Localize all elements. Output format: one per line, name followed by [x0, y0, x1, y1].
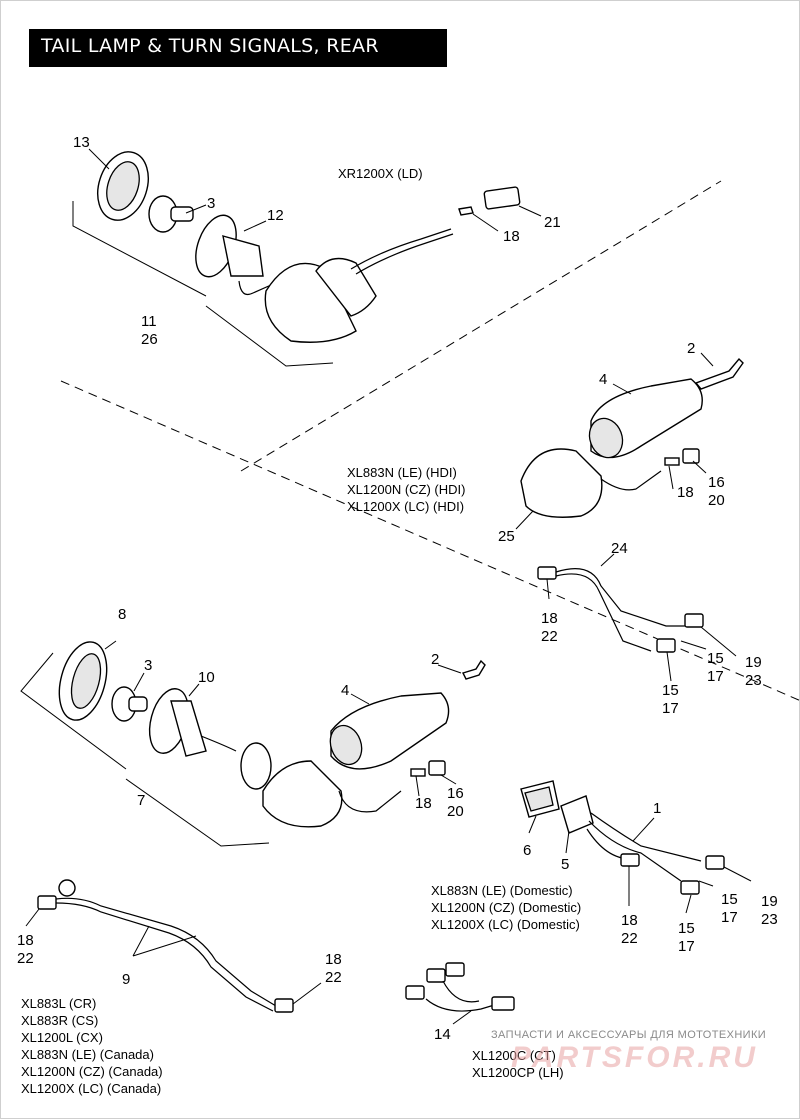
callout: 18 — [677, 484, 694, 501]
callout: 5 — [561, 856, 569, 873]
model-label-domestic: XL883N (LE) (Domestic) — [431, 883, 573, 898]
callout: 14 — [434, 1026, 451, 1043]
hdi-turn-signal-assembly — [520, 357, 744, 518]
leader-lines — [25, 148, 752, 1025]
callout: 2 — [431, 651, 439, 668]
callout: 17 — [707, 668, 724, 685]
callout: 3 — [207, 195, 215, 212]
callout: 10 — [198, 669, 215, 686]
callout: 15 — [707, 650, 724, 667]
model-label-canada: XL1200N (CZ) (Canada) — [21, 1064, 163, 1079]
callout: 23 — [761, 911, 778, 928]
callout-numbers: 13 3 12 11 26 18 21 2 4 25 18 16 20 24 1… — [17, 134, 778, 1043]
callout: 26 — [141, 331, 158, 348]
harness-14 — [405, 962, 515, 1012]
callout: 21 — [544, 214, 561, 231]
callout: 16 — [708, 474, 725, 491]
callout: 22 — [325, 969, 342, 986]
model-label-canada: XL883N (LE) (Canada) — [21, 1047, 154, 1062]
callout: 17 — [678, 938, 695, 955]
model-label-hdi: XL1200X (LC) (HDI) — [347, 499, 464, 514]
callout: 18 — [17, 932, 34, 949]
model-label-custom: XL1200CP (LH) — [472, 1065, 564, 1080]
callout: 23 — [745, 672, 762, 689]
callout: 17 — [721, 909, 738, 926]
callout: 16 — [447, 785, 464, 802]
page-title: TAIL LAMP & TURN SIGNALS, REAR — [41, 35, 379, 57]
group-bracket-7 — [20, 652, 270, 847]
callout: 12 — [267, 207, 284, 224]
model-label-hdi: XL883N (LE) (HDI) — [347, 465, 457, 480]
callout: 18 — [503, 228, 520, 245]
section-divider-dashed-line-upper — [240, 180, 722, 472]
model-label-hdi: XL1200N (CZ) (HDI) — [347, 482, 465, 497]
callout: 25 — [498, 528, 515, 545]
callout: 9 — [122, 971, 130, 988]
leader-9 — [132, 925, 197, 957]
callout: 13 — [73, 134, 90, 151]
callout: 2 — [687, 340, 695, 357]
harness-24 — [537, 566, 704, 653]
callout: 17 — [662, 700, 679, 717]
callout: 18 — [415, 795, 432, 812]
callout: 18 — [325, 951, 342, 968]
callout: 1 — [653, 800, 661, 817]
callout: 18 — [621, 912, 638, 929]
callout: 4 — [341, 682, 349, 699]
callout: 4 — [599, 371, 607, 388]
callout: 3 — [144, 657, 152, 674]
callout: 6 — [523, 842, 531, 859]
callout: 15 — [662, 682, 679, 699]
callout: 7 — [137, 792, 145, 809]
model-label-canada: XL1200L (CX) — [21, 1030, 103, 1045]
callout: 22 — [541, 628, 558, 645]
callout: 20 — [447, 803, 464, 820]
title-bar: TAIL LAMP & TURN SIGNALS, REAR — [29, 29, 447, 67]
group-bracket-11 — [72, 201, 334, 367]
callout: 11 — [141, 313, 157, 330]
model-label-canada: XL1200X (LC) (Canada) — [21, 1081, 161, 1096]
callout: 19 — [745, 654, 762, 671]
model-label-xr: XR1200X (LD) — [338, 166, 423, 181]
callout: 8 — [118, 606, 126, 623]
callout: 18 — [541, 610, 558, 627]
watermark-text: ЗАПЧАСТИ И АКСЕССУАРЫ ДЛЯ МОТОТЕХНИКИ — [491, 1029, 766, 1041]
callout: 24 — [611, 540, 628, 557]
model-label-domestic: XL1200X (LC) (Domestic) — [431, 917, 580, 932]
callout: 20 — [708, 492, 725, 509]
callout: 15 — [678, 920, 695, 937]
domestic-harness — [520, 780, 725, 895]
harness-9 — [37, 879, 294, 1013]
model-labels: XR1200X (LD) XL883N (LE) (HDI) XL1200N (… — [21, 166, 581, 1096]
callout: 22 — [621, 930, 638, 947]
model-label-domestic: XL1200N (CZ) (Domestic) — [431, 900, 581, 915]
callout: 19 — [761, 893, 778, 910]
callout: 22 — [17, 950, 34, 967]
model-label-canada: XL883R (CS) — [21, 1013, 98, 1028]
upper-tail-lamp-assembly — [97, 151, 521, 343]
model-label-canada: XL883L (CR) — [21, 996, 96, 1011]
watermark-logo: PARTSFOR.RU — [511, 1041, 758, 1074]
model-label-custom: XL1200C (CT) — [472, 1048, 556, 1063]
middle-turn-signal-assembly — [58, 641, 486, 828]
callout: 15 — [721, 891, 738, 908]
